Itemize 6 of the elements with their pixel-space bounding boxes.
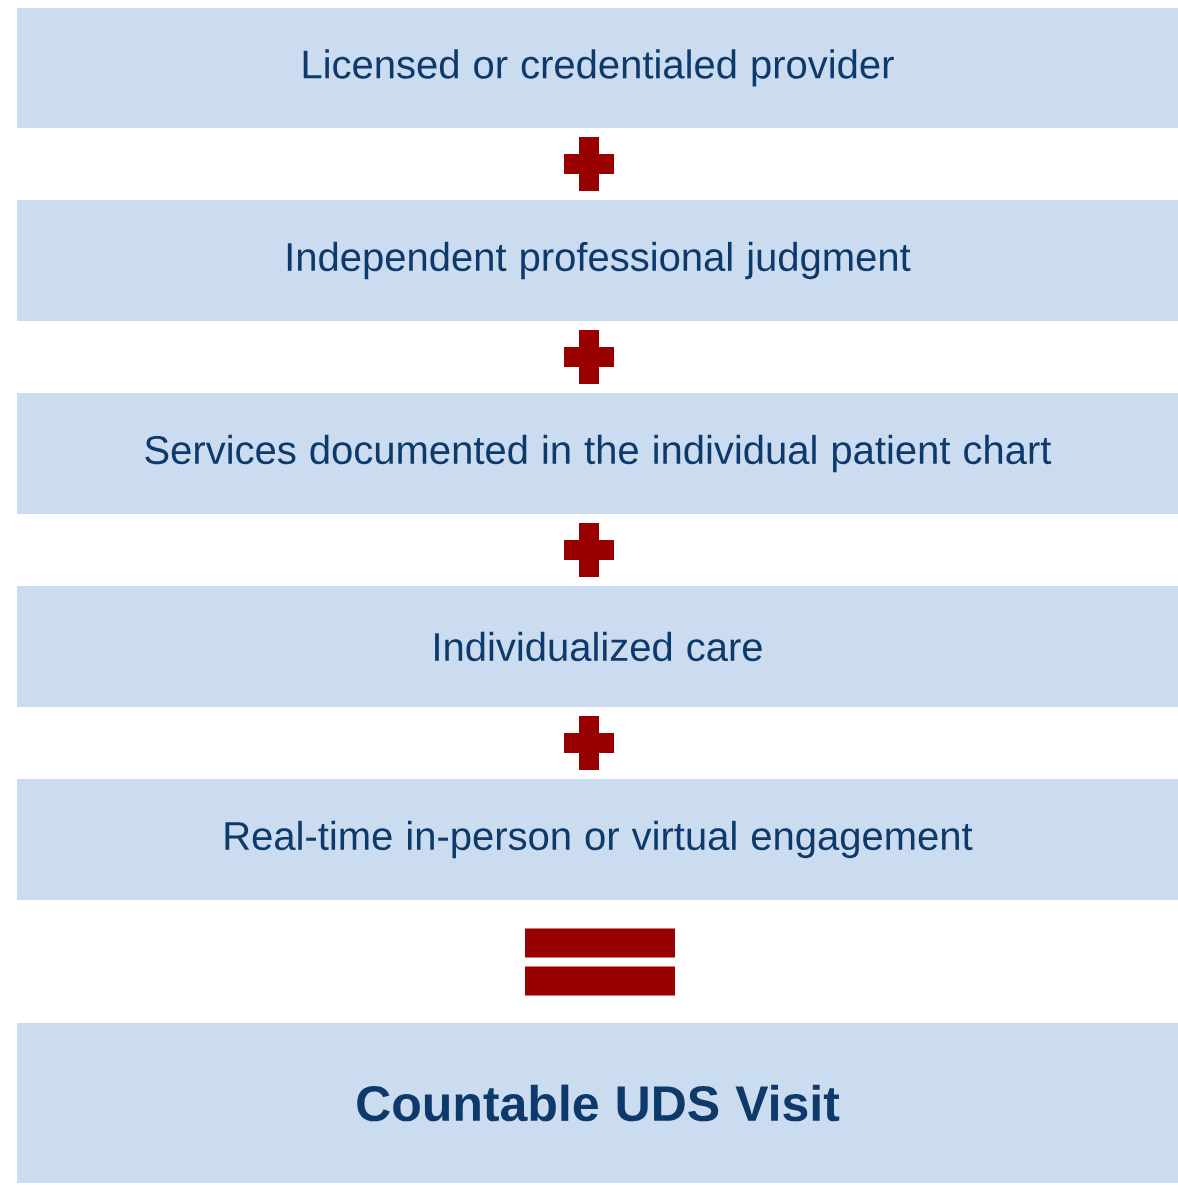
text-box: Individualized care <box>17 586 1178 707</box>
text-box: Licensed or credentialed provider <box>17 8 1178 128</box>
text-box: Real-time in-person or virtual engagement <box>17 779 1178 900</box>
text-box: Independent professional judgment <box>17 200 1178 321</box>
text-box: Countable UDS Visit <box>17 1023 1178 1183</box>
text-box: Services documented in the individual patient chart <box>17 393 1178 514</box>
